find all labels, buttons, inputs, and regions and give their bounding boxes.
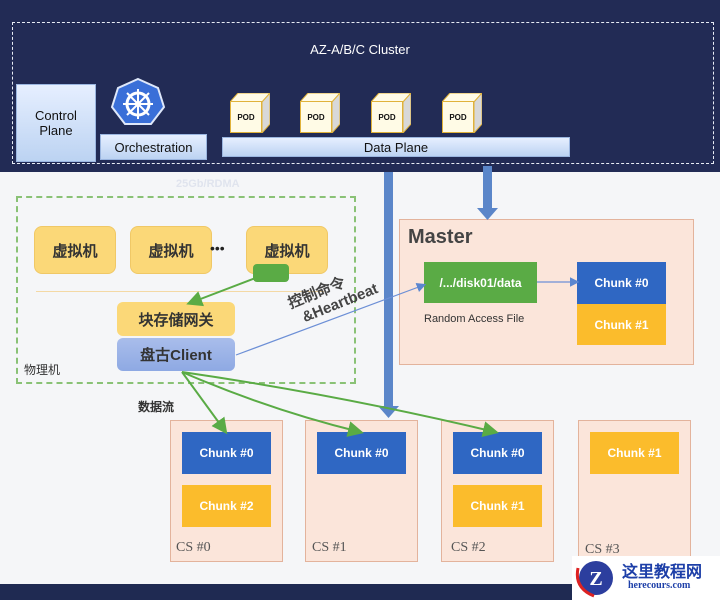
master-chunk-1: Chunk #1	[577, 304, 666, 345]
watermark-logo-icon: Z	[575, 561, 613, 598]
vm-1: 虚拟机	[34, 226, 116, 274]
svg-text:Z: Z	[589, 568, 602, 590]
divider	[36, 291, 324, 292]
cs1-chunk-0: Chunk #0	[317, 432, 406, 474]
cs0-chunk-1: Chunk #2	[182, 485, 271, 527]
orchestration-box: Orchestration	[100, 134, 207, 160]
master-title: Master	[408, 226, 473, 248]
cs0-chunk-0: Chunk #0	[182, 432, 271, 474]
data-flow-arrow-cs2	[181, 371, 499, 437]
vm-virtual-disk	[253, 264, 289, 282]
kubernetes-helm-icon	[110, 77, 166, 125]
data-flow-label: 数据流	[138, 400, 175, 414]
watermark-url: herecours.com	[628, 580, 691, 591]
network-label: 25Gb/RDMA	[176, 178, 240, 190]
physical-machine-boundary	[16, 196, 356, 384]
data-flow-arrow-cs1	[181, 371, 364, 437]
pod-3: POD	[371, 93, 411, 133]
cluster-boundary	[12, 22, 714, 164]
block-storage-gateway: 块存储网关	[117, 302, 235, 336]
cluster-down-pipe-1	[384, 172, 393, 410]
physical-machine-label: 物理机	[24, 363, 61, 377]
cluster-title: AZ-A/B/C Cluster	[310, 42, 410, 57]
pangu-client: 盘古Client	[117, 338, 235, 371]
data-plane-bar: Data Plane	[222, 137, 570, 157]
cs2-chunk-1: Chunk #1	[453, 485, 542, 527]
control-plane-box: Control Plane	[16, 84, 96, 162]
data-flow-arrow-cs0	[181, 371, 228, 435]
cluster-down-pipe-2	[483, 166, 492, 212]
cs0-label: CS #0	[176, 540, 211, 555]
cs3-chunk-0: Chunk #1	[590, 432, 679, 474]
vm-to-gateway-arrow	[186, 276, 259, 307]
control-arrow	[235, 283, 427, 356]
cs2-chunk-0: Chunk #0	[453, 432, 542, 474]
watermark: Z 这里教程网 herecours.com	[572, 556, 720, 600]
master-chunk-0: Chunk #0	[577, 262, 666, 304]
watermark-title: 这里教程网	[622, 562, 703, 581]
cs2-label: CS #2	[451, 540, 486, 555]
pod-1: POD	[230, 93, 270, 133]
pod-4: POD	[442, 93, 482, 133]
file-path-box: /.../disk01/data	[424, 262, 537, 303]
cs1-label: CS #1	[312, 540, 347, 555]
pod-2: POD	[300, 93, 340, 133]
vm-2: 虚拟机	[130, 226, 212, 274]
cs3-label: CS #3	[585, 542, 620, 557]
vm-ellipsis: •••	[210, 240, 225, 256]
pipe-2-arrowhead	[477, 208, 498, 220]
random-access-file-caption: Random Access File	[424, 313, 525, 325]
